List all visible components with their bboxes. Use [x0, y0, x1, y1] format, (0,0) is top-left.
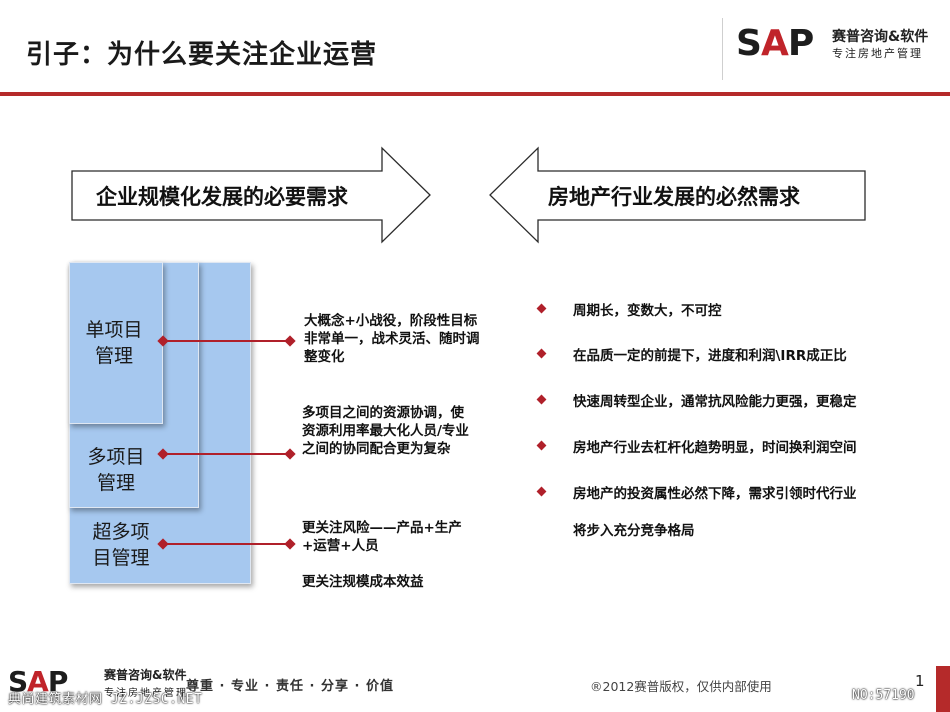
footer-copyright: ®2012赛普版权，仅供内部使用: [590, 679, 772, 694]
arrows-graphic: [71, 146, 866, 244]
multi-project-label: 多项目 管理: [87, 446, 145, 494]
footer-sap-logo: SAP: [8, 665, 68, 698]
bullet-marker-4: [536, 440, 547, 451]
header-divider: [722, 18, 723, 80]
single-project-description: 大概念+小战役，阶段性目标非常单一，战术灵活、随时调整变化: [304, 313, 480, 365]
page-number: 1: [915, 672, 925, 690]
footer-slogan: 专注房地产管理: [104, 688, 188, 699]
logo-company-name: 赛普咨询&软件: [832, 29, 929, 45]
left-arrow-label: 房地产行业发展的必然需求: [548, 185, 800, 209]
left-arrow-shape: [489, 146, 866, 244]
bullet-marker-5: [536, 486, 547, 497]
bullet-text-1: 周期长，变数大，不可控: [573, 303, 722, 319]
single-project-label: 单项目 管理: [85, 319, 143, 367]
page-accent-bar: [936, 666, 950, 712]
connector-dot-super-end: [284, 538, 296, 550]
connector-super: [163, 543, 290, 545]
sap-logo-wordmark: SAP: [736, 23, 814, 64]
connector-multi: [163, 453, 290, 455]
bullet-text-2: 在品质一定的前提下，进度和利润\IRR成正比: [573, 348, 847, 364]
super-project-label: 超多项 目管理: [92, 521, 150, 569]
bullet-marker-3: [536, 394, 547, 405]
bullet-marker-2: [536, 348, 547, 359]
connector-dot-single-end: [284, 335, 296, 347]
right-arrow-shape: [71, 146, 431, 244]
bullet-text-5-continued: 将步入充分竞争格局: [573, 523, 695, 539]
bullet-text-4: 房地产行业去杠杆化趋势明显，时间换利润空间: [573, 440, 857, 456]
sap-logo-tagline: 赛普咨询&软件 专注房地产管理: [832, 28, 928, 62]
footer-values: 尊重 · 专业 · 责任 · 分享 · 价值: [186, 679, 394, 694]
logo-slogan: 专注房地产管理: [832, 47, 923, 60]
page-title: 引子：为什么要关注企业运营: [26, 40, 378, 70]
bullet-text-3: 快速周转型企业，通常抗风险能力更强，更稳定: [573, 394, 857, 410]
super-project-description-2: 更关注规模成本效益: [302, 574, 424, 590]
sap-logo: SAP 赛普咨询&软件 专注房地产管理: [736, 23, 928, 64]
connector-single: [163, 340, 290, 342]
watermark-site: 典尚建筑素材网 JZ.JZSC.NET: [8, 692, 203, 707]
bullet-marker-1: [536, 303, 547, 314]
super-project-description: 更关注风险——产品+生产+运营+人员: [302, 520, 462, 554]
bullet-text-5: 房地产的投资属性必然下降，需求引领时代行业: [573, 486, 857, 502]
connector-dot-multi-end: [284, 448, 296, 460]
header-rule: [0, 92, 950, 96]
footer-company-name: 赛普咨询&软件: [104, 668, 187, 682]
multi-project-description: 多项目之间的资源协调，使资源利用率最大化人员/专业之间的协同配合更为复杂: [302, 405, 469, 457]
right-arrow-label: 企业规模化发展的必要需求: [96, 185, 348, 209]
watermark-number: NO:57190: [852, 688, 915, 703]
